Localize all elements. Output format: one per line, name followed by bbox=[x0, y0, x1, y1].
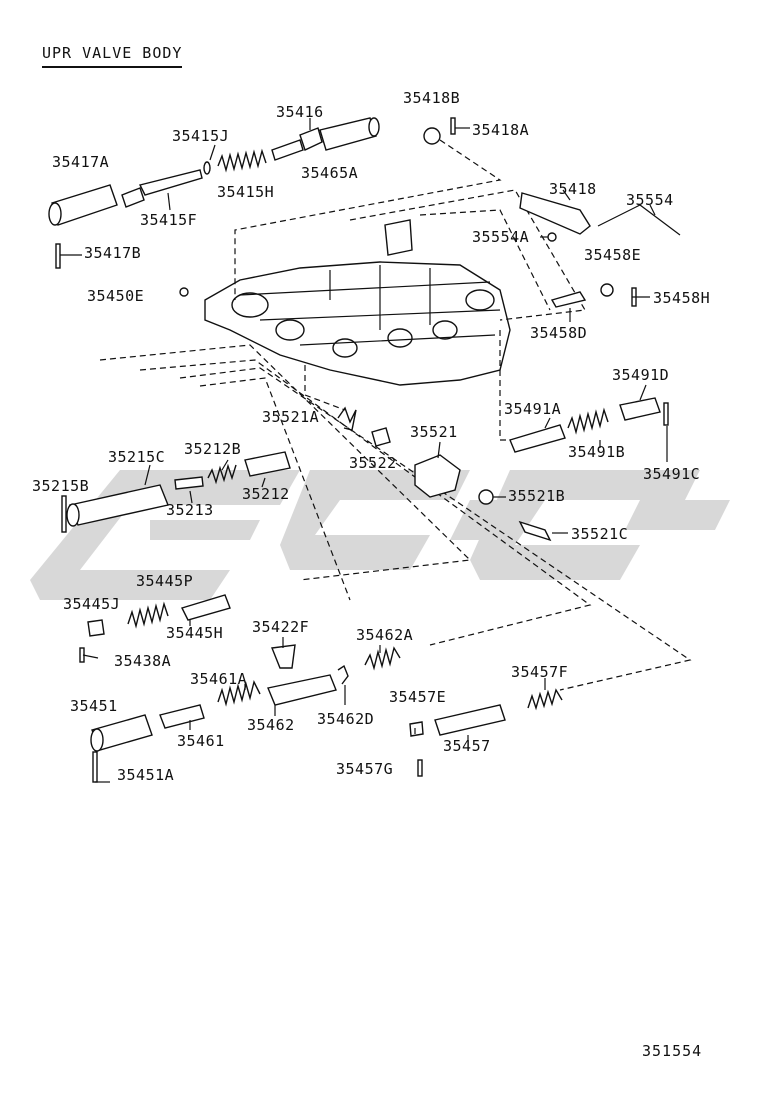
part-label[interactable]: 35521A bbox=[262, 408, 320, 426]
part-label[interactable]: 35491D bbox=[612, 366, 670, 384]
top-left-spools bbox=[48, 117, 456, 269]
part-label[interactable]: 35213 bbox=[166, 501, 214, 519]
part-label[interactable]: 35491B bbox=[568, 443, 626, 461]
part-label[interactable]: 35415J bbox=[172, 127, 230, 145]
part-label[interactable]: 35418B bbox=[403, 89, 461, 107]
part-label[interactable]: 35462 bbox=[247, 716, 295, 734]
part-label[interactable]: 35521C bbox=[571, 525, 629, 543]
part-label[interactable]: 35554 bbox=[626, 191, 674, 209]
part-label[interactable]: 35458H bbox=[653, 289, 711, 307]
part-label[interactable]: 35445P bbox=[136, 572, 194, 590]
part-label[interactable]: 35457G bbox=[336, 760, 394, 778]
part-label[interactable]: 35465A bbox=[301, 164, 359, 182]
part-label[interactable]: 35457 bbox=[443, 737, 491, 755]
part-label[interactable]: 35458D bbox=[530, 324, 588, 342]
diagram-title: UPR VALVE BODY bbox=[42, 44, 183, 68]
part-label[interactable]: 35491C bbox=[643, 465, 701, 483]
part-label[interactable]: 35451 bbox=[70, 697, 118, 715]
middle-parts bbox=[61, 406, 552, 542]
part-label[interactable]: 35416 bbox=[276, 103, 324, 121]
part-label[interactable]: 35215C bbox=[108, 448, 166, 466]
part-label[interactable]: 35521B bbox=[508, 487, 566, 505]
part-label[interactable]: 35461 bbox=[177, 732, 225, 750]
upper-valve-body bbox=[179, 219, 511, 386]
part-label[interactable]: 35417A bbox=[52, 153, 110, 171]
part-label[interactable]: 35451A bbox=[117, 766, 175, 784]
part-label[interactable]: 35450E bbox=[87, 287, 145, 305]
part-label[interactable]: 35418 bbox=[549, 180, 597, 198]
part-label[interactable]: 35521 bbox=[410, 423, 458, 441]
lower-parts bbox=[79, 594, 563, 783]
part-label[interactable]: 35445H bbox=[166, 624, 224, 642]
part-label[interactable]: 35215B bbox=[32, 477, 90, 495]
part-label[interactable]: 35418A bbox=[472, 121, 530, 139]
part-label[interactable]: 35422F bbox=[252, 618, 310, 636]
part-label[interactable]: 35212 bbox=[242, 485, 290, 503]
part-label[interactable]: 35445J bbox=[63, 595, 121, 613]
right-parts bbox=[509, 192, 681, 453]
part-label[interactable]: 35417B bbox=[84, 244, 142, 262]
part-label[interactable]: 35462D bbox=[317, 710, 375, 728]
part-label[interactable]: 35522 bbox=[349, 454, 397, 472]
part-label[interactable]: 35438A bbox=[114, 652, 172, 670]
catalog-number: 351554 bbox=[642, 1042, 703, 1060]
part-label[interactable]: 35212B bbox=[184, 440, 242, 458]
part-label[interactable]: 35461A bbox=[190, 670, 248, 688]
part-label[interactable]: 35491A bbox=[504, 400, 562, 418]
leader-lines bbox=[60, 118, 668, 783]
part-label[interactable]: 35415H bbox=[217, 183, 275, 201]
part-label[interactable]: 35554A bbox=[472, 228, 530, 246]
part-label[interactable]: 35458E bbox=[584, 246, 642, 264]
part-label[interactable]: 35415F bbox=[140, 211, 198, 229]
part-label[interactable]: 35457F bbox=[511, 663, 569, 681]
part-label[interactable]: 35462A bbox=[356, 626, 414, 644]
part-label[interactable]: 35457E bbox=[389, 688, 447, 706]
